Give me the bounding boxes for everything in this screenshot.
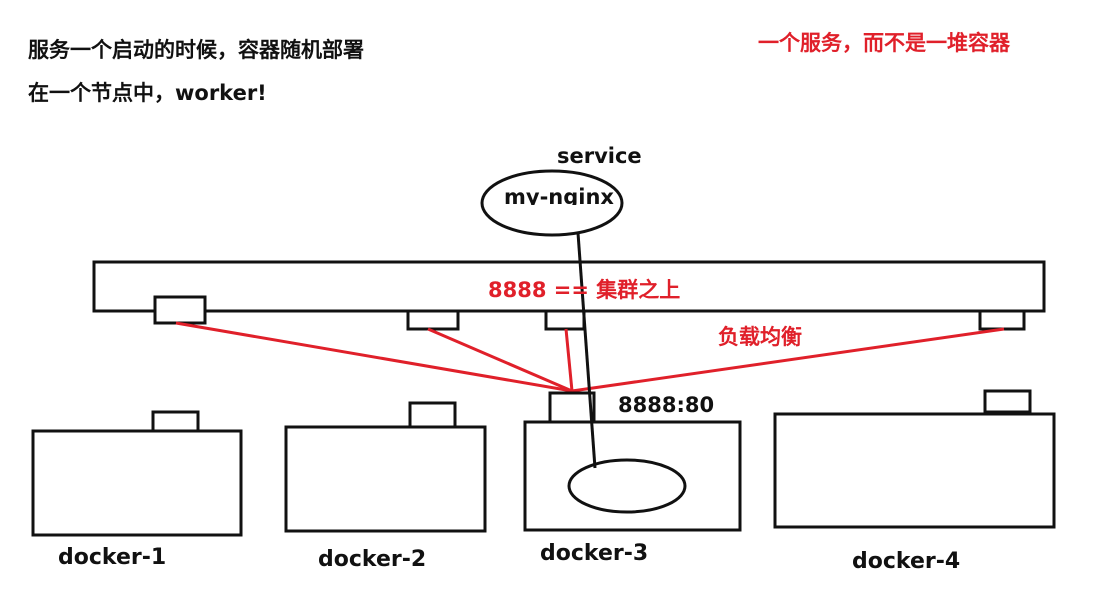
port-mapping-label: 8888:80	[618, 393, 715, 417]
node-box-docker-2	[284, 425, 487, 533]
node-box-docker-1	[31, 429, 243, 537]
cluster-port-3	[544, 309, 586, 331]
note-line-1: 服务一个启动的时候，容器随机部署	[28, 38, 364, 62]
node-port-docker-1	[151, 410, 200, 433]
node-port-docker-2	[408, 401, 457, 429]
service-name: my-nginx	[504, 185, 614, 209]
lb-line-port-2	[427, 327, 573, 393]
node-port-docker-3	[548, 391, 596, 424]
cluster-port-4	[978, 309, 1026, 331]
cluster-port-1	[153, 295, 207, 325]
node-label-docker-4: docker-4	[852, 549, 961, 574]
node-label-docker-3: docker-3	[540, 541, 649, 566]
node-label-docker-1: docker-1	[58, 545, 167, 570]
lb-line-port-3	[564, 328, 574, 392]
service-ellipse	[480, 169, 624, 237]
node-label-docker-2: docker-2	[318, 547, 427, 572]
service-container-link	[576, 232, 597, 469]
container-ellipse	[567, 458, 687, 514]
service-label: service	[557, 144, 642, 168]
node-box-docker-3	[523, 420, 742, 532]
highlight-note: 一个服务，而不是一堆容器	[758, 31, 1010, 55]
load-balance-label: 负载均衡	[718, 325, 802, 349]
note-line-2: 在一个节点中，worker!	[28, 81, 267, 105]
cluster-port-2	[406, 309, 460, 331]
cluster-port-label: 8888 == 集群之上	[488, 278, 681, 302]
node-box-docker-4	[773, 412, 1056, 529]
lb-line-port-4	[571, 327, 1005, 393]
lb-line-port-1	[175, 321, 573, 393]
node-port-docker-4	[983, 389, 1032, 414]
